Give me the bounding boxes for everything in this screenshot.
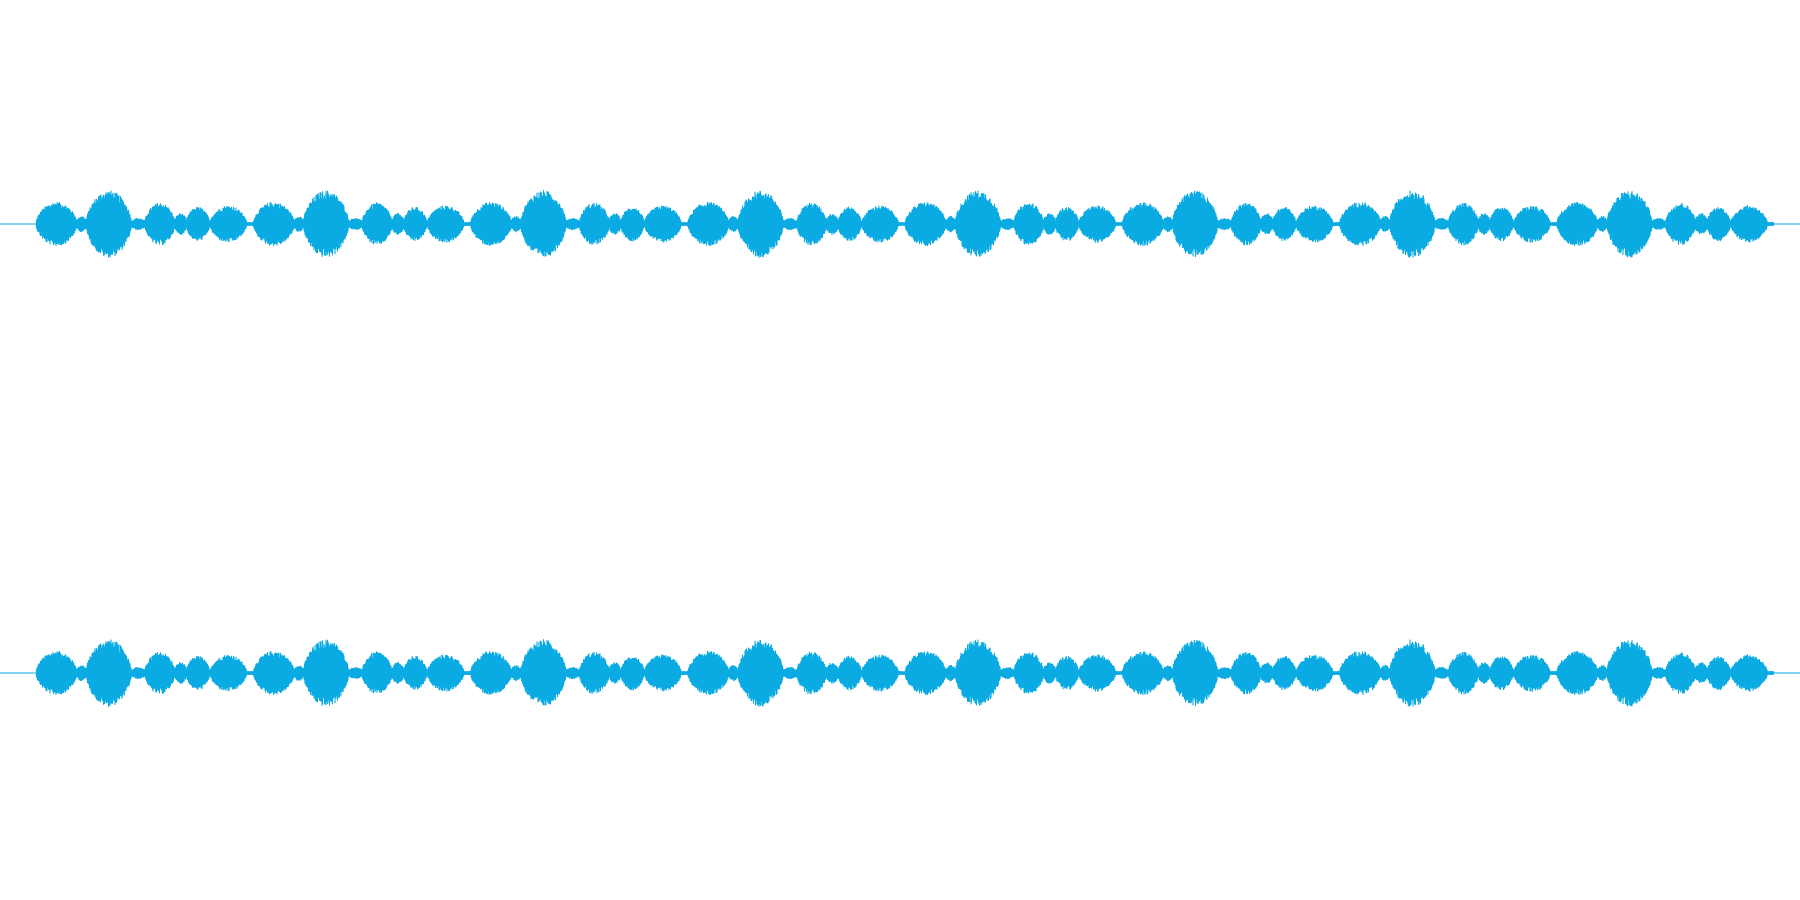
waveform-channel-left: [0, 190, 1800, 258]
waveform-channel-right: [0, 639, 1800, 707]
waveform-signal: [35, 190, 1775, 258]
waveform-signal: [35, 639, 1775, 707]
